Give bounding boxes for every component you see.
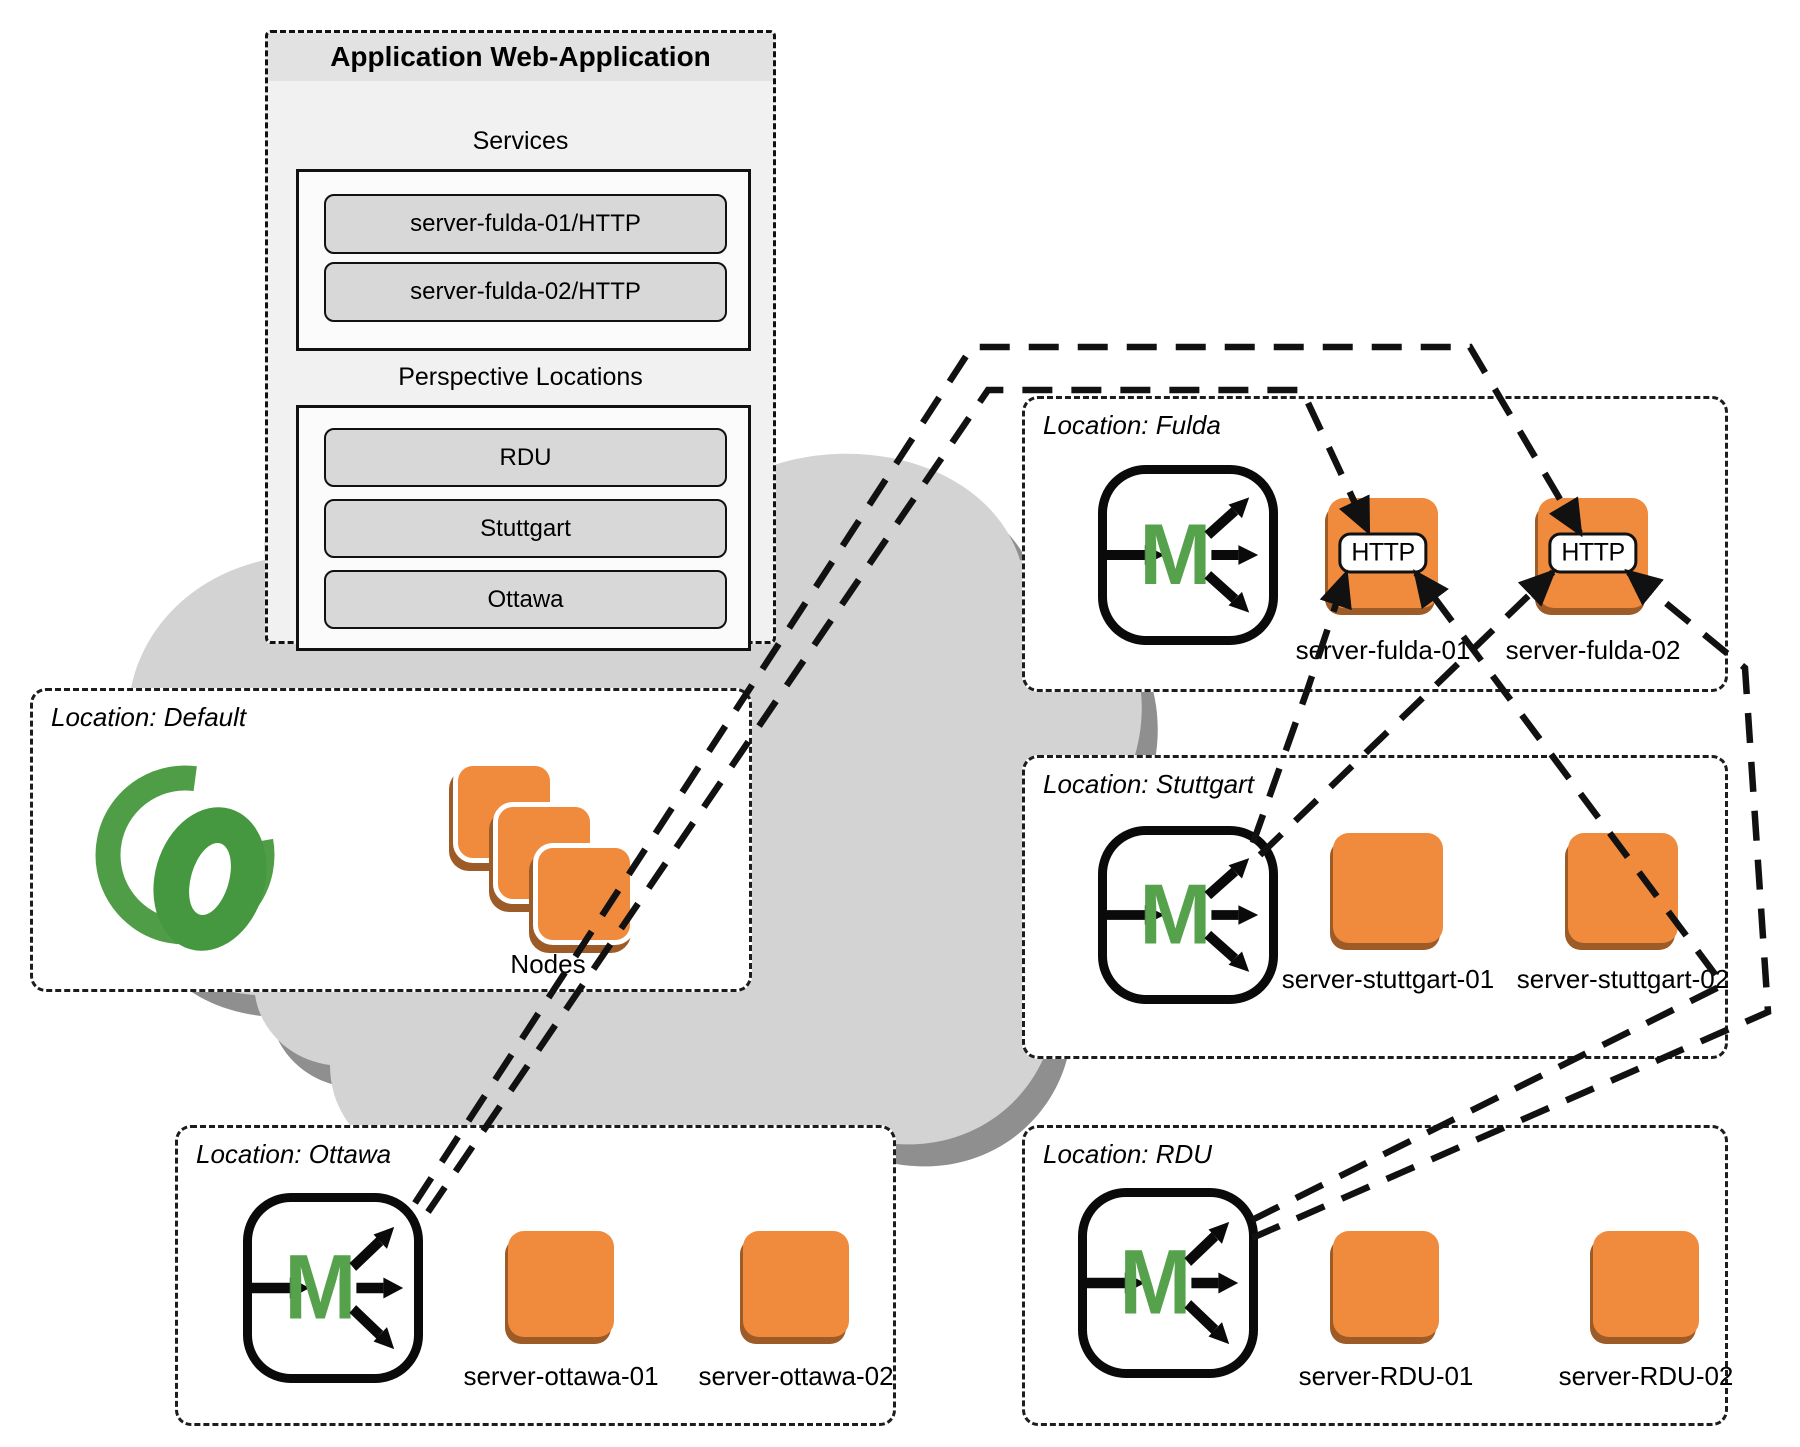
marathon-icon-fulda: M (1098, 465, 1278, 645)
service-item-fulda-01-http: server-fulda-01/HTTP (324, 194, 727, 254)
svg-text:M: M (1139, 867, 1211, 962)
application-title: Application Web-Application (268, 33, 773, 81)
svg-text:M: M (1119, 1230, 1191, 1333)
perspective-locations-panel: RDU Stuttgart Ottawa (296, 405, 751, 651)
server-node-stuttgart-02 (1568, 833, 1678, 943)
location-label-fulda: Location: Fulda (1043, 410, 1221, 440)
server-node-ottawa-02 (743, 1231, 849, 1337)
server-label-rdu-01: server-RDU-01 (1298, 1361, 1474, 1391)
server-label-ottawa-02: server-ottawa-02 (698, 1361, 894, 1391)
server-label-ottawa-01: server-ottawa-01 (463, 1361, 659, 1391)
server-node-stuttgart-01 (1333, 833, 1443, 943)
marathon-icon-stuttgart: M (1098, 826, 1278, 1004)
server-node-rdu-01 (1333, 1231, 1439, 1337)
perspective-location-stuttgart: Stuttgart (324, 499, 727, 558)
marathon-arrows-icon: M (1107, 497, 1259, 613)
service-item-fulda-02-http: server-fulda-02/HTTP (324, 262, 727, 322)
services-heading: Services (472, 127, 569, 155)
http-endpoint-pill-fulda-02: HTTP (1548, 532, 1638, 574)
server-node-fulda-02: HTTP (1538, 498, 1648, 608)
server-node-rdu-02 (1593, 1231, 1699, 1337)
server-label-fulda-01: server-fulda-01 (1295, 635, 1471, 665)
node-square-icon (533, 843, 635, 945)
server-label-stuttgart-02: server-stuttgart-02 (1516, 964, 1730, 994)
nodes-stack-icon (453, 761, 638, 946)
marathon-arrows-icon: M (1087, 1221, 1239, 1345)
http-label: HTTP (1561, 538, 1625, 567)
services-panel: server-fulda-01/HTTP server-fulda-02/HTT… (296, 169, 751, 351)
location-label-default: Location: Default (51, 702, 247, 732)
server-label-fulda-02: server-fulda-02 (1505, 635, 1681, 665)
location-box-fulda: Location: Fulda M HTTP HTTP server-fulda… (1022, 396, 1728, 692)
svg-text:M: M (284, 1235, 356, 1338)
http-label: HTTP (1351, 538, 1415, 567)
http-endpoint-pill-fulda-01: HTTP (1338, 532, 1428, 574)
server-node-ottawa-01 (508, 1231, 614, 1337)
perspective-locations-heading: Perspective Locations (398, 363, 643, 391)
location-box-ottawa: Location: Ottawa M server-ottawa-01 serv… (175, 1125, 896, 1426)
green-o-logo (95, 765, 275, 951)
marathon-arrows-icon: M (1107, 858, 1259, 972)
nodes-label: Nodes (510, 949, 586, 979)
marathon-icon-ottawa: M (243, 1193, 423, 1383)
location-label-ottawa: Location: Ottawa (196, 1139, 392, 1169)
logo-zero (153, 807, 267, 951)
location-box-default: Location: Default Nodes (30, 688, 752, 992)
perspective-location-ottawa: Ottawa (324, 570, 727, 629)
server-label-stuttgart-01: server-stuttgart-01 (1281, 964, 1495, 994)
marathon-icon-rdu: M (1078, 1188, 1258, 1378)
server-label-rdu-02: server-RDU-02 (1558, 1361, 1734, 1391)
marathon-arrows-icon: M (252, 1226, 404, 1350)
location-box-stuttgart: Location: Stuttgart M server-stuttgart-0… (1022, 755, 1729, 1059)
location-label-rdu: Location: RDU (1043, 1139, 1213, 1169)
location-label-stuttgart: Location: Stuttgart (1043, 769, 1255, 799)
server-node-fulda-01: HTTP (1328, 498, 1438, 608)
perspective-location-rdu: RDU (324, 428, 727, 487)
application-definition-box: Application Web-Application Services ser… (265, 30, 776, 651)
svg-text:M: M (1139, 507, 1211, 603)
location-box-rdu: Location: RDU M server-RDU-01 server-RDU… (1022, 1125, 1733, 1426)
